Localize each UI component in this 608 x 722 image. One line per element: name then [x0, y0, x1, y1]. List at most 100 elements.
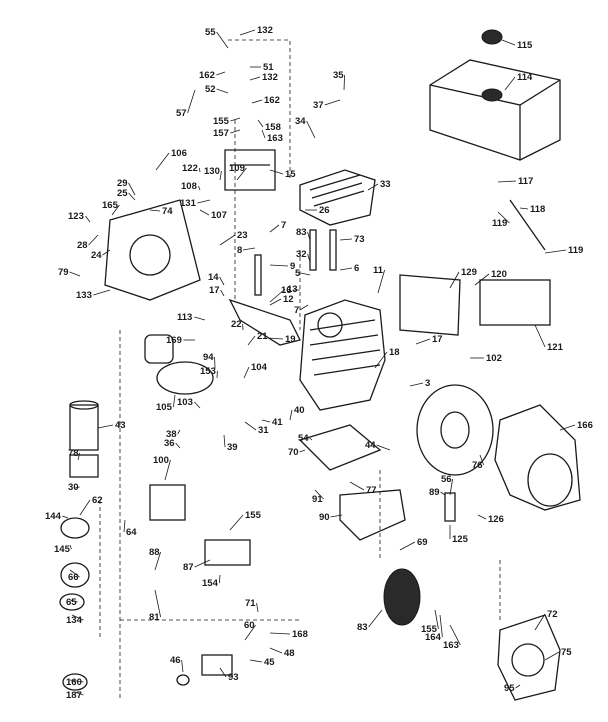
part-callout-label: 144	[45, 511, 62, 522]
callout-leader-line	[102, 249, 111, 256]
part-callout-label: 52	[205, 84, 216, 95]
part-callout-label: 75	[561, 647, 572, 658]
callout-leader-line	[69, 569, 80, 578]
callout-leader-line	[339, 238, 353, 241]
part-callout-label: 89	[429, 487, 440, 498]
callout-leader-line	[154, 589, 161, 618]
small-hardware	[59, 199, 551, 691]
muffler	[144, 334, 214, 395]
part-callout-label: 163	[267, 133, 283, 144]
part-callout-label: 3	[425, 378, 430, 389]
callout-leader-line	[219, 667, 227, 678]
callout-leader-line	[154, 551, 161, 571]
callout-leader-line	[69, 599, 78, 603]
callout-leader-line	[477, 514, 487, 520]
part-callout-label: 44	[365, 440, 376, 451]
part-callout-label: 109	[229, 163, 245, 174]
part-callout-label: 132	[262, 72, 278, 83]
callout-leader-line	[194, 316, 206, 321]
part-callout-label: 164	[425, 632, 442, 643]
part-callout-label: 100	[153, 455, 169, 466]
callout-leader-line	[71, 614, 84, 621]
flywheel	[416, 384, 494, 476]
callout-leader-line	[194, 559, 211, 568]
callout-leader-line	[199, 167, 201, 173]
callout-leader-line	[415, 338, 431, 345]
callout-leader-line	[164, 459, 171, 481]
part-callout-label: 77	[366, 485, 377, 496]
callout-leader-line	[289, 409, 293, 421]
callout-leader-line	[97, 424, 114, 429]
callout-leader-line	[251, 99, 263, 104]
callout-leader-line	[497, 180, 517, 183]
part-callout-label: 26	[319, 205, 330, 216]
callout-leader-line	[198, 185, 201, 191]
part-callout-label: 31	[258, 425, 269, 436]
part-callout-label: 19	[285, 334, 296, 345]
part-callout-label: 12	[283, 294, 294, 305]
part-callout-label: 132	[257, 25, 273, 36]
callout-leader-line	[399, 541, 416, 551]
callout-leader-line	[434, 609, 439, 630]
part-callout-label: 36	[164, 438, 175, 449]
part-callout-label: 155	[213, 116, 230, 127]
callout-leader-line	[187, 89, 196, 114]
part-callout-label: 120	[491, 269, 507, 280]
callout-leader-line	[368, 609, 383, 628]
callout-leader-line	[440, 491, 446, 496]
callout-leader-line	[242, 247, 256, 251]
callout-leader-line	[261, 129, 266, 139]
callout-leader-line	[376, 444, 391, 451]
part-callout-label: 166	[577, 420, 593, 431]
callout-leader-line	[534, 613, 546, 631]
part-callout-label: 134	[66, 615, 83, 626]
callout-leader-line	[474, 273, 490, 286]
callout-leader-line	[269, 647, 283, 654]
callout-leader-line	[249, 659, 263, 663]
part-callout-label: 74	[162, 206, 173, 217]
part-callout-label: 70	[288, 447, 299, 458]
callout-leader-line	[85, 215, 91, 223]
part-callout-label: 30	[68, 482, 79, 493]
fuel-tank	[429, 29, 561, 161]
callout-leader-line	[223, 434, 226, 448]
part-callout-label: 57	[176, 108, 187, 119]
part-callout-label: 95	[504, 683, 515, 694]
callout-leader-line	[177, 429, 181, 435]
callout-leader-line	[247, 335, 256, 346]
part-callout-label: 6	[354, 263, 359, 274]
part-callout-label: 66	[68, 572, 79, 583]
callout-leader-line	[88, 234, 99, 246]
callout-leader-line	[515, 684, 521, 689]
part-callout-label: 7	[281, 220, 286, 231]
part-callout-label: 17	[209, 285, 220, 296]
callout-leader-line	[269, 632, 291, 635]
callout-leader-line	[111, 204, 120, 216]
callout-leader-line	[175, 442, 181, 449]
part-callout-label: 187	[66, 690, 82, 701]
callout-leader-line	[504, 76, 516, 91]
callout-leader-line	[219, 276, 225, 286]
part-callout-label: 45	[264, 657, 275, 668]
callout-leader-line	[307, 253, 311, 263]
callout-leader-line	[339, 267, 353, 271]
part-callout-label: 121	[547, 342, 564, 353]
part-callout-label: 72	[547, 609, 558, 620]
callout-leader-line	[269, 288, 286, 303]
callout-leader-line	[93, 289, 111, 296]
part-callout-label: 162	[199, 70, 215, 81]
callout-leader-line	[194, 401, 201, 409]
callout-leader-line	[69, 544, 72, 550]
callout-leader-line	[77, 452, 80, 461]
part-callout-label: 11	[373, 265, 384, 276]
callout-leader-line	[479, 454, 484, 466]
part-callout-label: 29	[117, 178, 128, 189]
part-callout-label: 33	[380, 179, 391, 190]
cylinder-head	[299, 169, 376, 226]
callout-leader-line	[343, 74, 345, 91]
blower-housing	[494, 404, 581, 511]
callout-leader-line	[244, 421, 257, 431]
callout-leader-line	[197, 199, 211, 204]
part-callout-label: 79	[58, 267, 69, 278]
